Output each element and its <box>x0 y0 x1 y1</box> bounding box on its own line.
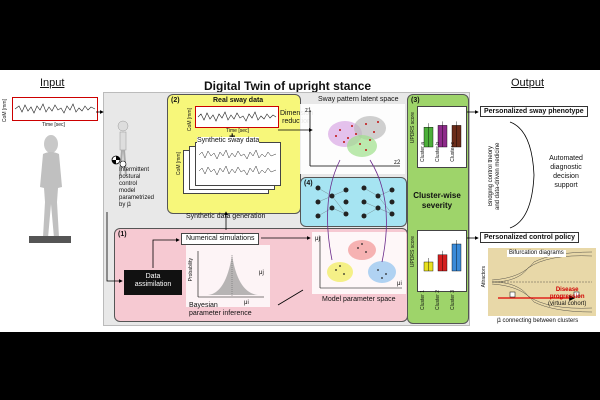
auto-3: support <box>554 182 578 189</box>
cws-1: severity <box>421 201 453 210</box>
skeleton-icon <box>117 120 129 177</box>
real-sway-xlabel: Time [sec] <box>226 128 249 134</box>
input-header: Input <box>40 77 65 89</box>
synthetic-stack-front <box>195 142 281 186</box>
latent-space-plot <box>300 104 405 174</box>
neural-network-icon <box>315 185 395 219</box>
bridging-text: Bridging control theory and data-driven … <box>488 126 502 226</box>
section1-number: (1) <box>118 231 127 238</box>
param-space-label: Model parameter space <box>322 296 396 303</box>
attractors-label: Attractors <box>481 266 487 288</box>
real-trace-line <box>197 111 277 122</box>
section4-number: (4) <box>304 180 313 187</box>
bayes-0: Bayesian <box>189 302 218 309</box>
mu-connecting-label: μ⃗ connecting between clusters <box>497 318 579 324</box>
auto-2: decision <box>553 173 579 180</box>
model-text-2: control <box>119 181 138 187</box>
updrs-chart-top <box>417 106 467 168</box>
updrs-bottom-bars <box>423 240 462 272</box>
main-title: Digital Twin of upright stance <box>204 79 372 93</box>
da-0: Data <box>145 273 161 280</box>
dp-2: (virtual cohort) <box>548 301 587 307</box>
param-mu-j-label: μj <box>315 236 320 242</box>
input-xlabel: Time [sec] <box>42 122 65 128</box>
model-text-3: model <box>119 188 136 194</box>
synthetic-sway-label: Synthetic sway data <box>197 137 260 145</box>
section2-number: (2) <box>171 97 180 104</box>
latent-space-label: Sway pattern latent space <box>318 96 399 103</box>
automated-decision-support: Automated diagnostic decision support <box>538 154 594 190</box>
real-sway-label: Real sway data <box>213 97 264 104</box>
dp-1: progression <box>549 294 585 300</box>
converging-brace <box>509 121 535 229</box>
da-1: assimilation <box>134 281 172 288</box>
mu-j-label: μj <box>259 270 264 276</box>
bifurcation-label: Bifurcation diagrams <box>507 250 566 257</box>
updrs-chart-bottom <box>417 230 467 292</box>
model-text-0: Intermittent <box>119 167 150 173</box>
mu-i-label: μi <box>244 300 249 306</box>
sway-phenotype-box: Personalized sway phenotype <box>480 106 588 117</box>
auto-1: diagnostic <box>550 164 582 171</box>
output-header: Output <box>511 77 545 89</box>
input-trace-line <box>14 103 96 114</box>
bifurcation-diagram <box>488 248 596 316</box>
pivot-icon <box>111 155 121 165</box>
dp-0: Disease <box>555 287 579 293</box>
real-sway-trace <box>195 106 279 128</box>
bayes-1: parameter inference <box>189 310 252 317</box>
model-text-5: by μ⃗ <box>119 202 131 208</box>
synthetic-trace-lines <box>198 149 277 176</box>
model-text-1: postural <box>119 174 141 180</box>
param-mu-i-label: μi <box>397 281 402 287</box>
disease-progression-label: Disease progression (virtual cohort) <box>548 287 586 308</box>
dim-red-1: reduction <box>282 118 311 125</box>
auto-0: Automated <box>549 155 583 162</box>
parameter-space-plot <box>312 232 406 294</box>
data-assimilation-box: Data assimilation <box>124 270 182 295</box>
bridging-1: and data-driven medicine <box>495 142 501 210</box>
numerical-sim-box: Numerical simulations <box>181 233 260 245</box>
standing-person-icon <box>29 135 71 243</box>
bayesian-distribution-plot <box>186 245 270 307</box>
cws-0: Cluster-wise <box>413 191 461 200</box>
model-text-4: parametrized <box>119 195 155 201</box>
dim-red-0: Dimension <box>280 110 314 117</box>
updrs-top-bars <box>423 121 462 148</box>
bayesian-label: Bayesian parameter inference <box>189 302 252 318</box>
z1-axis-label: z1 <box>305 108 312 114</box>
bridging-0: Bridging control theory <box>488 145 494 207</box>
dimension-reduction-label: Dimension reduction <box>280 110 313 126</box>
control-policy-box: Personalized control policy <box>480 232 580 243</box>
cluster-wise-severity: Cluster-wise severity <box>411 191 463 211</box>
model-description: Intermittent postural control model para… <box>119 167 169 209</box>
input-sway-trace <box>12 97 98 121</box>
z2-axis-label: z2 <box>394 160 401 166</box>
section3-number: (3) <box>411 97 420 104</box>
